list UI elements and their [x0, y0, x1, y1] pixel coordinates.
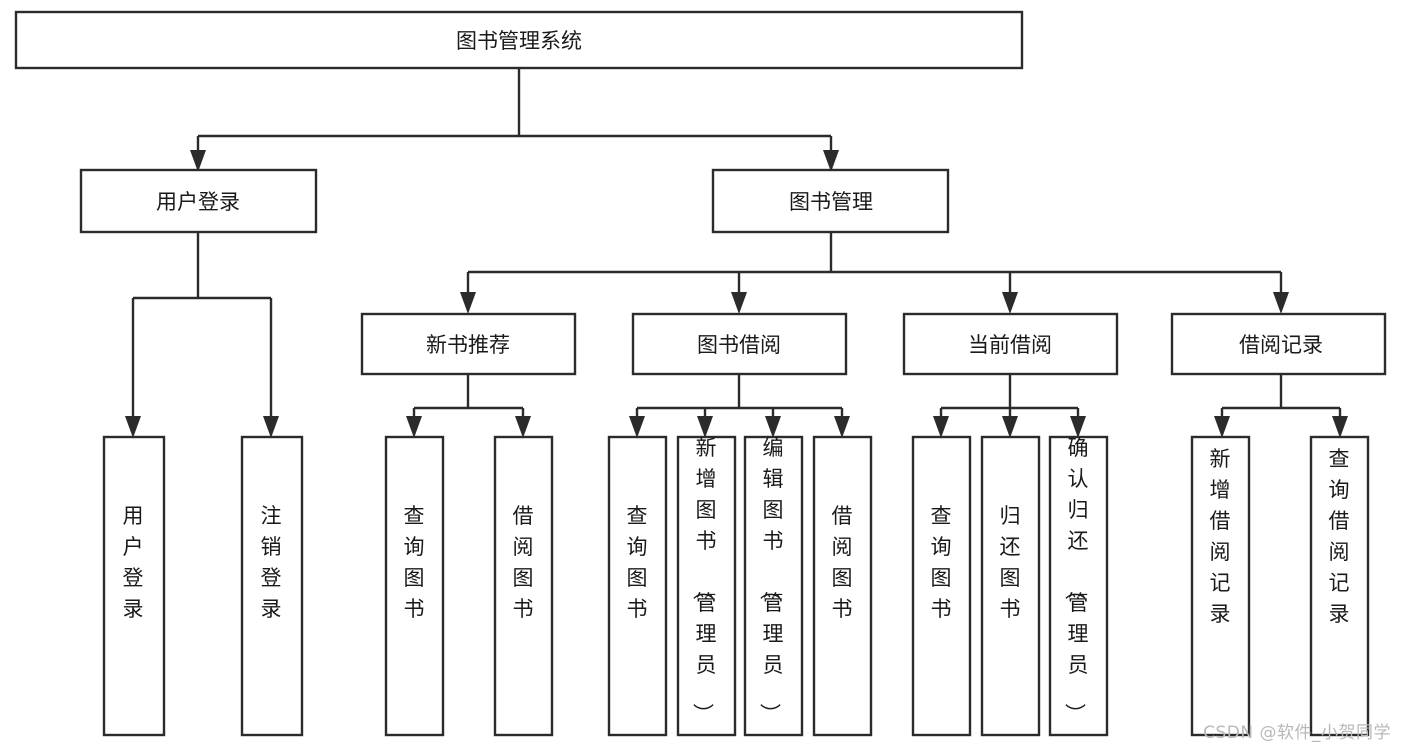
node-leaf-return-book-label: 归还图书: [1000, 504, 1021, 621]
node-leaf-confirm-return[interactable]: 确认归还（管理员）: [1048, 435, 1109, 737]
node-leaf-query-book-2[interactable]: 查询图书: [607, 435, 668, 737]
node-leaf-query-book-2-box[interactable]: [607, 435, 668, 737]
arrow-leaf-add-book: [697, 416, 713, 438]
node-leaf-query-book-1[interactable]: 查询图书: [384, 435, 445, 737]
node-leaf-edit-book-label: 编辑图书（管理员）: [758, 436, 784, 724]
node-leaf-query-book-3-label: 查询图书: [931, 504, 952, 621]
arrow-leaf-edit-book: [765, 416, 781, 438]
arrow-book-borrow: [731, 292, 747, 314]
connector-layer: [125, 68, 1348, 438]
node-leaf-query-record-label: 查询借阅记录: [1329, 447, 1350, 626]
node-current-borrow-box[interactable]: [902, 312, 1119, 376]
node-leaf-add-record[interactable]: 新增借阅记录: [1190, 435, 1251, 737]
node-current-borrow[interactable]: 当前借阅: [902, 312, 1119, 376]
node-leaf-add-book[interactable]: 新增图书（管理员）: [676, 435, 737, 737]
node-book-borrow[interactable]: 图书借阅: [631, 312, 848, 376]
arrow-leaf-borrow-book-2: [834, 416, 850, 438]
node-user-login-box[interactable]: [79, 168, 318, 234]
arrow-new-book-recommend: [460, 292, 476, 314]
arrow-leaf-query-book-2: [629, 416, 645, 438]
arrow-leaf-query-book-3: [933, 416, 949, 438]
node-leaf-add-record-box[interactable]: [1190, 435, 1251, 737]
node-book-borrow-box[interactable]: [631, 312, 848, 376]
node-leaf-query-book-2-label: 查询图书: [627, 504, 648, 621]
node-leaf-edit-book-box[interactable]: [743, 435, 804, 737]
arrow-book-manage: [823, 150, 839, 172]
node-leaf-add-record-label: 新增借阅记录: [1210, 447, 1231, 626]
node-leaf-user-login-box[interactable]: [102, 435, 166, 737]
node-leaf-logout-login-label: 注销登录: [261, 504, 282, 621]
node-leaf-borrow-book-1[interactable]: 借阅图书: [493, 435, 554, 737]
node-leaf-borrow-book-2-box[interactable]: [812, 435, 873, 737]
node-leaf-borrow-book-1-box[interactable]: [493, 435, 554, 737]
node-leaf-borrow-book-2-label: 借阅图书: [832, 504, 853, 621]
node-book-manage-box[interactable]: [711, 168, 950, 234]
arrow-borrow-record: [1273, 292, 1289, 314]
node-leaf-logout-login[interactable]: 注销登录: [240, 435, 304, 737]
node-leaf-confirm-return-box[interactable]: [1048, 435, 1109, 737]
node-leaf-user-login[interactable]: 用户登录: [102, 435, 166, 737]
node-book-manage[interactable]: 图书管理: [711, 168, 950, 234]
node-leaf-query-book-3[interactable]: 查询图书: [911, 435, 972, 737]
node-leaf-query-book-3-box[interactable]: [911, 435, 972, 737]
node-new-book-recommend[interactable]: 新书推荐: [360, 312, 577, 376]
node-new-book-recommend-label: 新书推荐: [426, 333, 510, 357]
node-user-login-label: 用户登录: [156, 190, 240, 214]
node-current-borrow-label: 当前借阅: [968, 333, 1052, 357]
node-root-box[interactable]: [14, 10, 1024, 70]
arrow-leaf-confirm-return: [1070, 416, 1086, 438]
node-leaf-edit-book[interactable]: 编辑图书（管理员）: [743, 435, 804, 737]
node-leaf-query-record-box[interactable]: [1309, 435, 1370, 737]
node-leaf-query-record[interactable]: 查询借阅记录: [1309, 435, 1370, 737]
node-borrow-record[interactable]: 借阅记录: [1170, 312, 1387, 376]
node-user-login[interactable]: 用户登录: [79, 168, 318, 234]
node-leaf-return-book-box[interactable]: [980, 435, 1041, 737]
arrow-leaf-query-record: [1332, 416, 1348, 438]
node-leaf-add-book-box[interactable]: [676, 435, 737, 737]
node-leaf-logout-login-box[interactable]: [240, 435, 304, 737]
node-root-label: 图书管理系统: [456, 29, 582, 53]
node-book-borrow-label: 图书借阅: [697, 333, 781, 357]
node-new-book-recommend-box[interactable]: [360, 312, 577, 376]
arrow-leaf-add-record: [1214, 416, 1230, 438]
arrow-leaf-user-login: [125, 416, 141, 438]
node-leaf-add-book-label: 新增图书（管理员）: [691, 436, 717, 724]
node-borrow-record-label: 借阅记录: [1239, 333, 1323, 357]
arrow-leaf-borrow-book-1: [515, 416, 531, 438]
node-leaf-query-book-1-box[interactable]: [384, 435, 445, 737]
node-book-manage-label: 图书管理: [789, 190, 873, 214]
node-leaf-borrow-book-1-label: 借阅图书: [513, 504, 534, 621]
node-leaf-user-login-label: 用户登录: [123, 504, 144, 621]
node-leaf-query-book-1-label: 查询图书: [404, 504, 425, 621]
node-root[interactable]: 图书管理系统: [14, 10, 1024, 70]
node-leaf-return-book[interactable]: 归还图书: [980, 435, 1041, 737]
node-leaf-borrow-book-2[interactable]: 借阅图书: [812, 435, 873, 737]
arrow-leaf-query-book-1: [406, 416, 422, 438]
arrow-leaf-return-book: [1002, 416, 1018, 438]
arrow-current-borrow: [1002, 292, 1018, 314]
arrow-user-login: [190, 150, 206, 172]
node-leaf-confirm-return-label: 确认归还（管理员）: [1063, 436, 1089, 724]
arrow-leaf-logout-login: [263, 416, 279, 438]
node-borrow-record-box[interactable]: [1170, 312, 1387, 376]
